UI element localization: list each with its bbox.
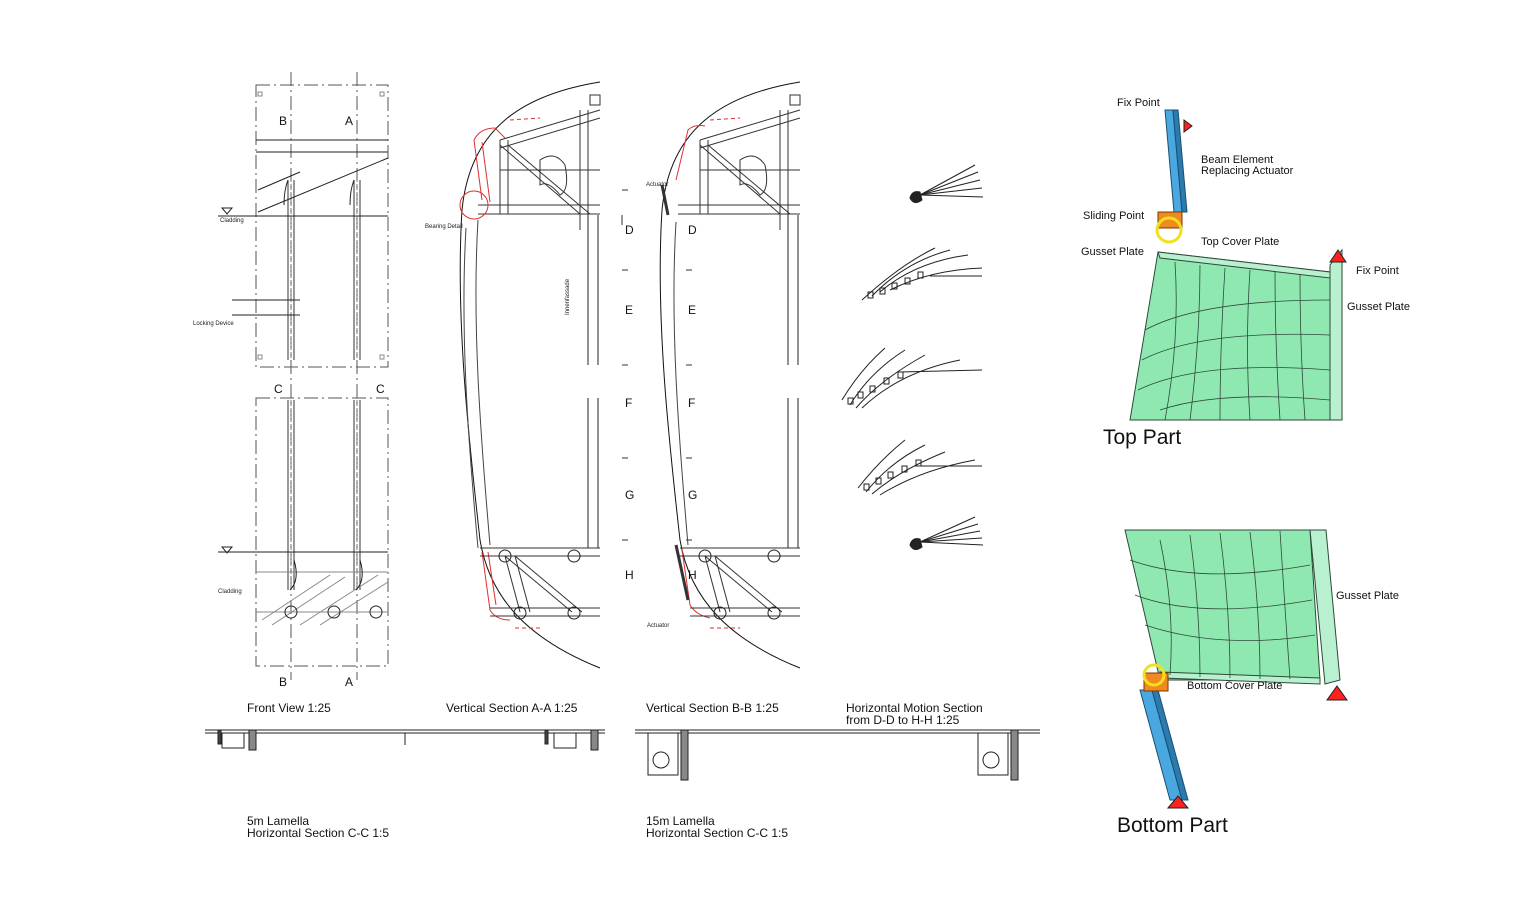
note-vertical: Innenfassade xyxy=(565,278,571,315)
letter-h-1: H xyxy=(625,568,634,582)
caption-vertical-section-b: Vertical Section B-B 1:25 xyxy=(646,701,779,715)
letter-e-2: E xyxy=(688,303,697,317)
letter-b-top: B xyxy=(279,114,288,128)
horizontal-section-15m xyxy=(635,729,1040,781)
title-top-part: Top Part xyxy=(1103,426,1182,449)
label-gusset-plate-right: Gusset Plate xyxy=(1347,301,1410,313)
section-ticks xyxy=(621,189,692,541)
title-bottom-part: Bottom Part xyxy=(1117,814,1228,837)
letter-a-top: A xyxy=(345,114,354,128)
letter-c-left: C xyxy=(274,382,283,396)
label-gusset-plate-bottom: Gusset Plate xyxy=(1336,590,1399,602)
horizontal-section-5m xyxy=(205,729,605,751)
label-sliding-point: Sliding Point xyxy=(1083,210,1145,222)
motion-section-fans xyxy=(841,164,984,551)
note-cladding-top: Cladding xyxy=(220,218,244,224)
label-fix-point-1: Fix Point xyxy=(1117,97,1160,109)
caption-15m-lamella: 15m Lamella Horizontal Section C-C 1:5 xyxy=(646,814,789,840)
letter-e-1: E xyxy=(625,303,634,317)
caption-motion-section: Horizontal Motion Section from D-D to H-… xyxy=(846,701,983,727)
letter-h-2: H xyxy=(688,568,697,582)
fea-bottom-model xyxy=(1124,529,1348,809)
letter-f-1: F xyxy=(625,396,633,410)
note-actuator-bottom: Actuator xyxy=(647,623,670,629)
vertical-section-b-b-drawing xyxy=(659,81,801,669)
note-cladding-bottom: Cladding xyxy=(218,589,242,595)
label-fix-point-2: Fix Point xyxy=(1356,265,1399,277)
label-beam-element: Beam Element Replacing Actuator xyxy=(1201,154,1294,177)
fea-top-model xyxy=(1129,109,1347,421)
letter-a-bottom: A xyxy=(345,675,354,689)
note-locking-device: Locking Device xyxy=(193,321,234,327)
label-bottom-cover-plate: Bottom Cover Plate xyxy=(1187,680,1283,692)
caption-5m-lamella: 5m Lamella Horizontal Section C-C 1:5 xyxy=(247,814,390,840)
label-gusset-plate-left: Gusset Plate xyxy=(1081,246,1144,258)
vertical-section-a-a-drawing xyxy=(459,81,601,669)
label-top-cover-plate: Top Cover Plate xyxy=(1201,236,1280,248)
letter-b-bottom: B xyxy=(279,675,288,689)
letter-g-2: G xyxy=(688,488,698,502)
letter-g-1: G xyxy=(625,488,635,502)
letter-c-right: C xyxy=(376,382,385,396)
note-bearing-detail: Bearing Detail xyxy=(425,224,463,230)
letter-d-2: D xyxy=(688,223,697,237)
caption-front-view: Front View 1:25 xyxy=(247,701,331,715)
note-actuator-top: Actuator xyxy=(646,182,669,188)
letter-f-2: F xyxy=(688,396,696,410)
front-view-drawing xyxy=(218,72,389,680)
caption-vertical-section-a: Vertical Section A-A 1:25 xyxy=(446,701,578,715)
letter-d-1: D xyxy=(625,223,634,237)
